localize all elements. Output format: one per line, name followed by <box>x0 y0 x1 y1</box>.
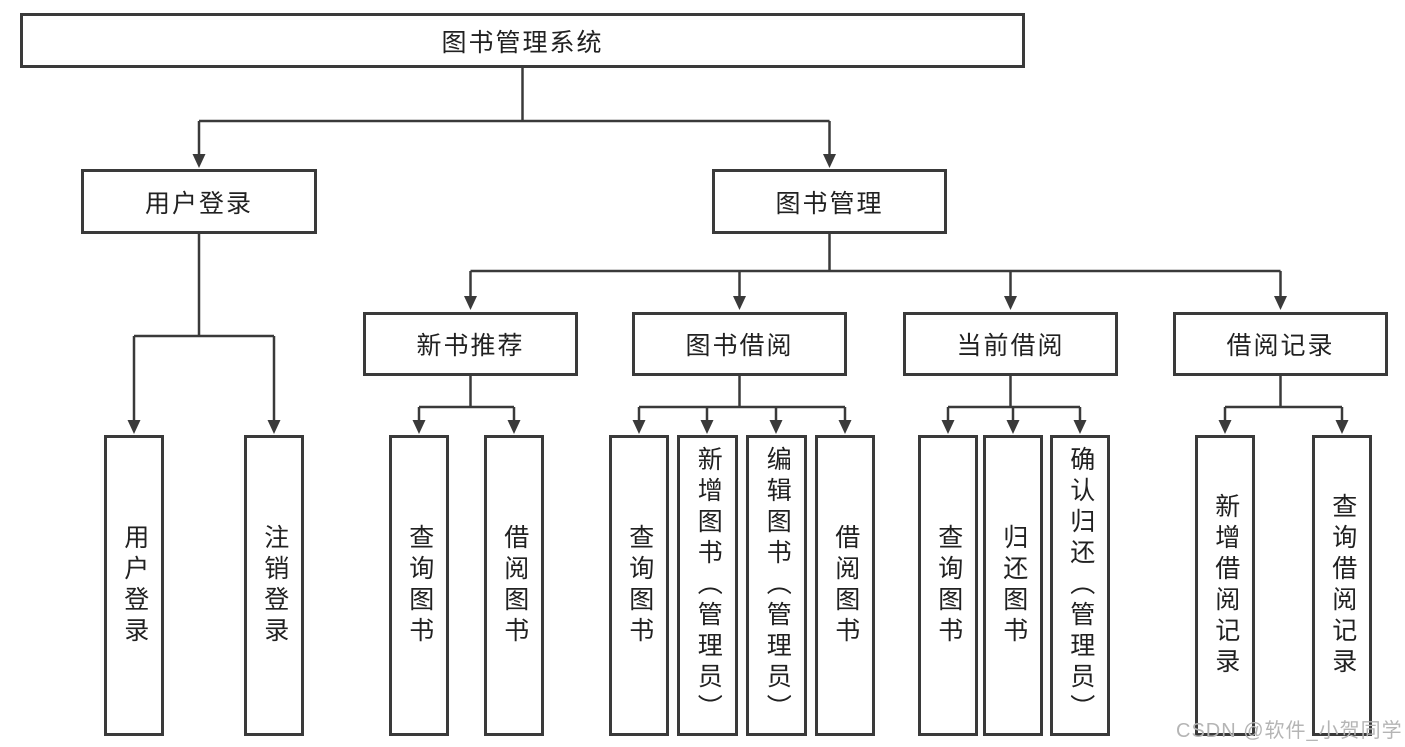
node-label: 归还图书 <box>999 523 1028 648</box>
leaf-user-login: 用户登录 <box>104 435 164 736</box>
leaf-query-borrow-record: 查询借阅记录 <box>1312 435 1372 736</box>
node-label: 确认归还（管理员） <box>1066 446 1095 725</box>
node-label: 新增借阅记录 <box>1211 492 1240 679</box>
node-label: 编辑图书（管理员） <box>763 446 792 725</box>
node-current-borrowing: 当前借阅 <box>903 312 1118 376</box>
node-label: 新增图书（管理员） <box>694 446 723 725</box>
node-label: 借阅图书 <box>500 523 529 648</box>
node-borrowing-records: 借阅记录 <box>1173 312 1388 376</box>
leaf-edit-books-admin: 编辑图书（管理员） <box>746 435 807 736</box>
leaf-confirm-return-admin: 确认归还（管理员） <box>1050 435 1110 736</box>
node-book-borrowing: 图书借阅 <box>632 312 847 376</box>
leaf-add-books-admin: 新增图书（管理员） <box>677 435 738 736</box>
leaf-query-books-1: 查询图书 <box>389 435 449 736</box>
node-label: 图书管理 <box>775 189 884 218</box>
leaf-return-books: 归还图书 <box>983 435 1043 736</box>
node-label: 注销登录 <box>260 523 289 648</box>
leaf-query-books-3: 查询图书 <box>918 435 978 736</box>
leaf-borrow-books-2: 借阅图书 <box>815 435 875 736</box>
node-label: 查询图书 <box>405 523 434 648</box>
node-book-management: 图书管理 <box>712 169 947 234</box>
node-label: 当前借阅 <box>956 332 1065 360</box>
node-label: 新书推荐 <box>416 332 525 360</box>
node-label: 查询借阅记录 <box>1328 492 1357 679</box>
node-library-management-system: 图书管理系统 <box>20 13 1025 68</box>
arrowhead-icons <box>127 154 1349 434</box>
leaf-logout: 注销登录 <box>244 435 304 736</box>
node-label: 查询图书 <box>934 523 963 648</box>
watermark-text: CSDN @软件_小贺同学 <box>1176 720 1403 742</box>
node-user-login: 用户登录 <box>81 169 317 234</box>
node-label: 图书管理系统 <box>441 28 604 57</box>
node-label: 用户登录 <box>120 523 149 648</box>
node-label: 用户登录 <box>144 189 253 218</box>
node-label: 借阅记录 <box>1226 332 1335 360</box>
leaf-add-borrow-record: 新增借阅记录 <box>1195 435 1255 736</box>
leaf-borrow-books-1: 借阅图书 <box>484 435 544 736</box>
node-label: 查询图书 <box>625 523 654 648</box>
leaf-query-books-2: 查询图书 <box>609 435 669 736</box>
node-new-book-recommendation: 新书推荐 <box>363 312 578 376</box>
node-label: 图书借阅 <box>685 332 794 360</box>
node-label: 借阅图书 <box>831 523 860 648</box>
